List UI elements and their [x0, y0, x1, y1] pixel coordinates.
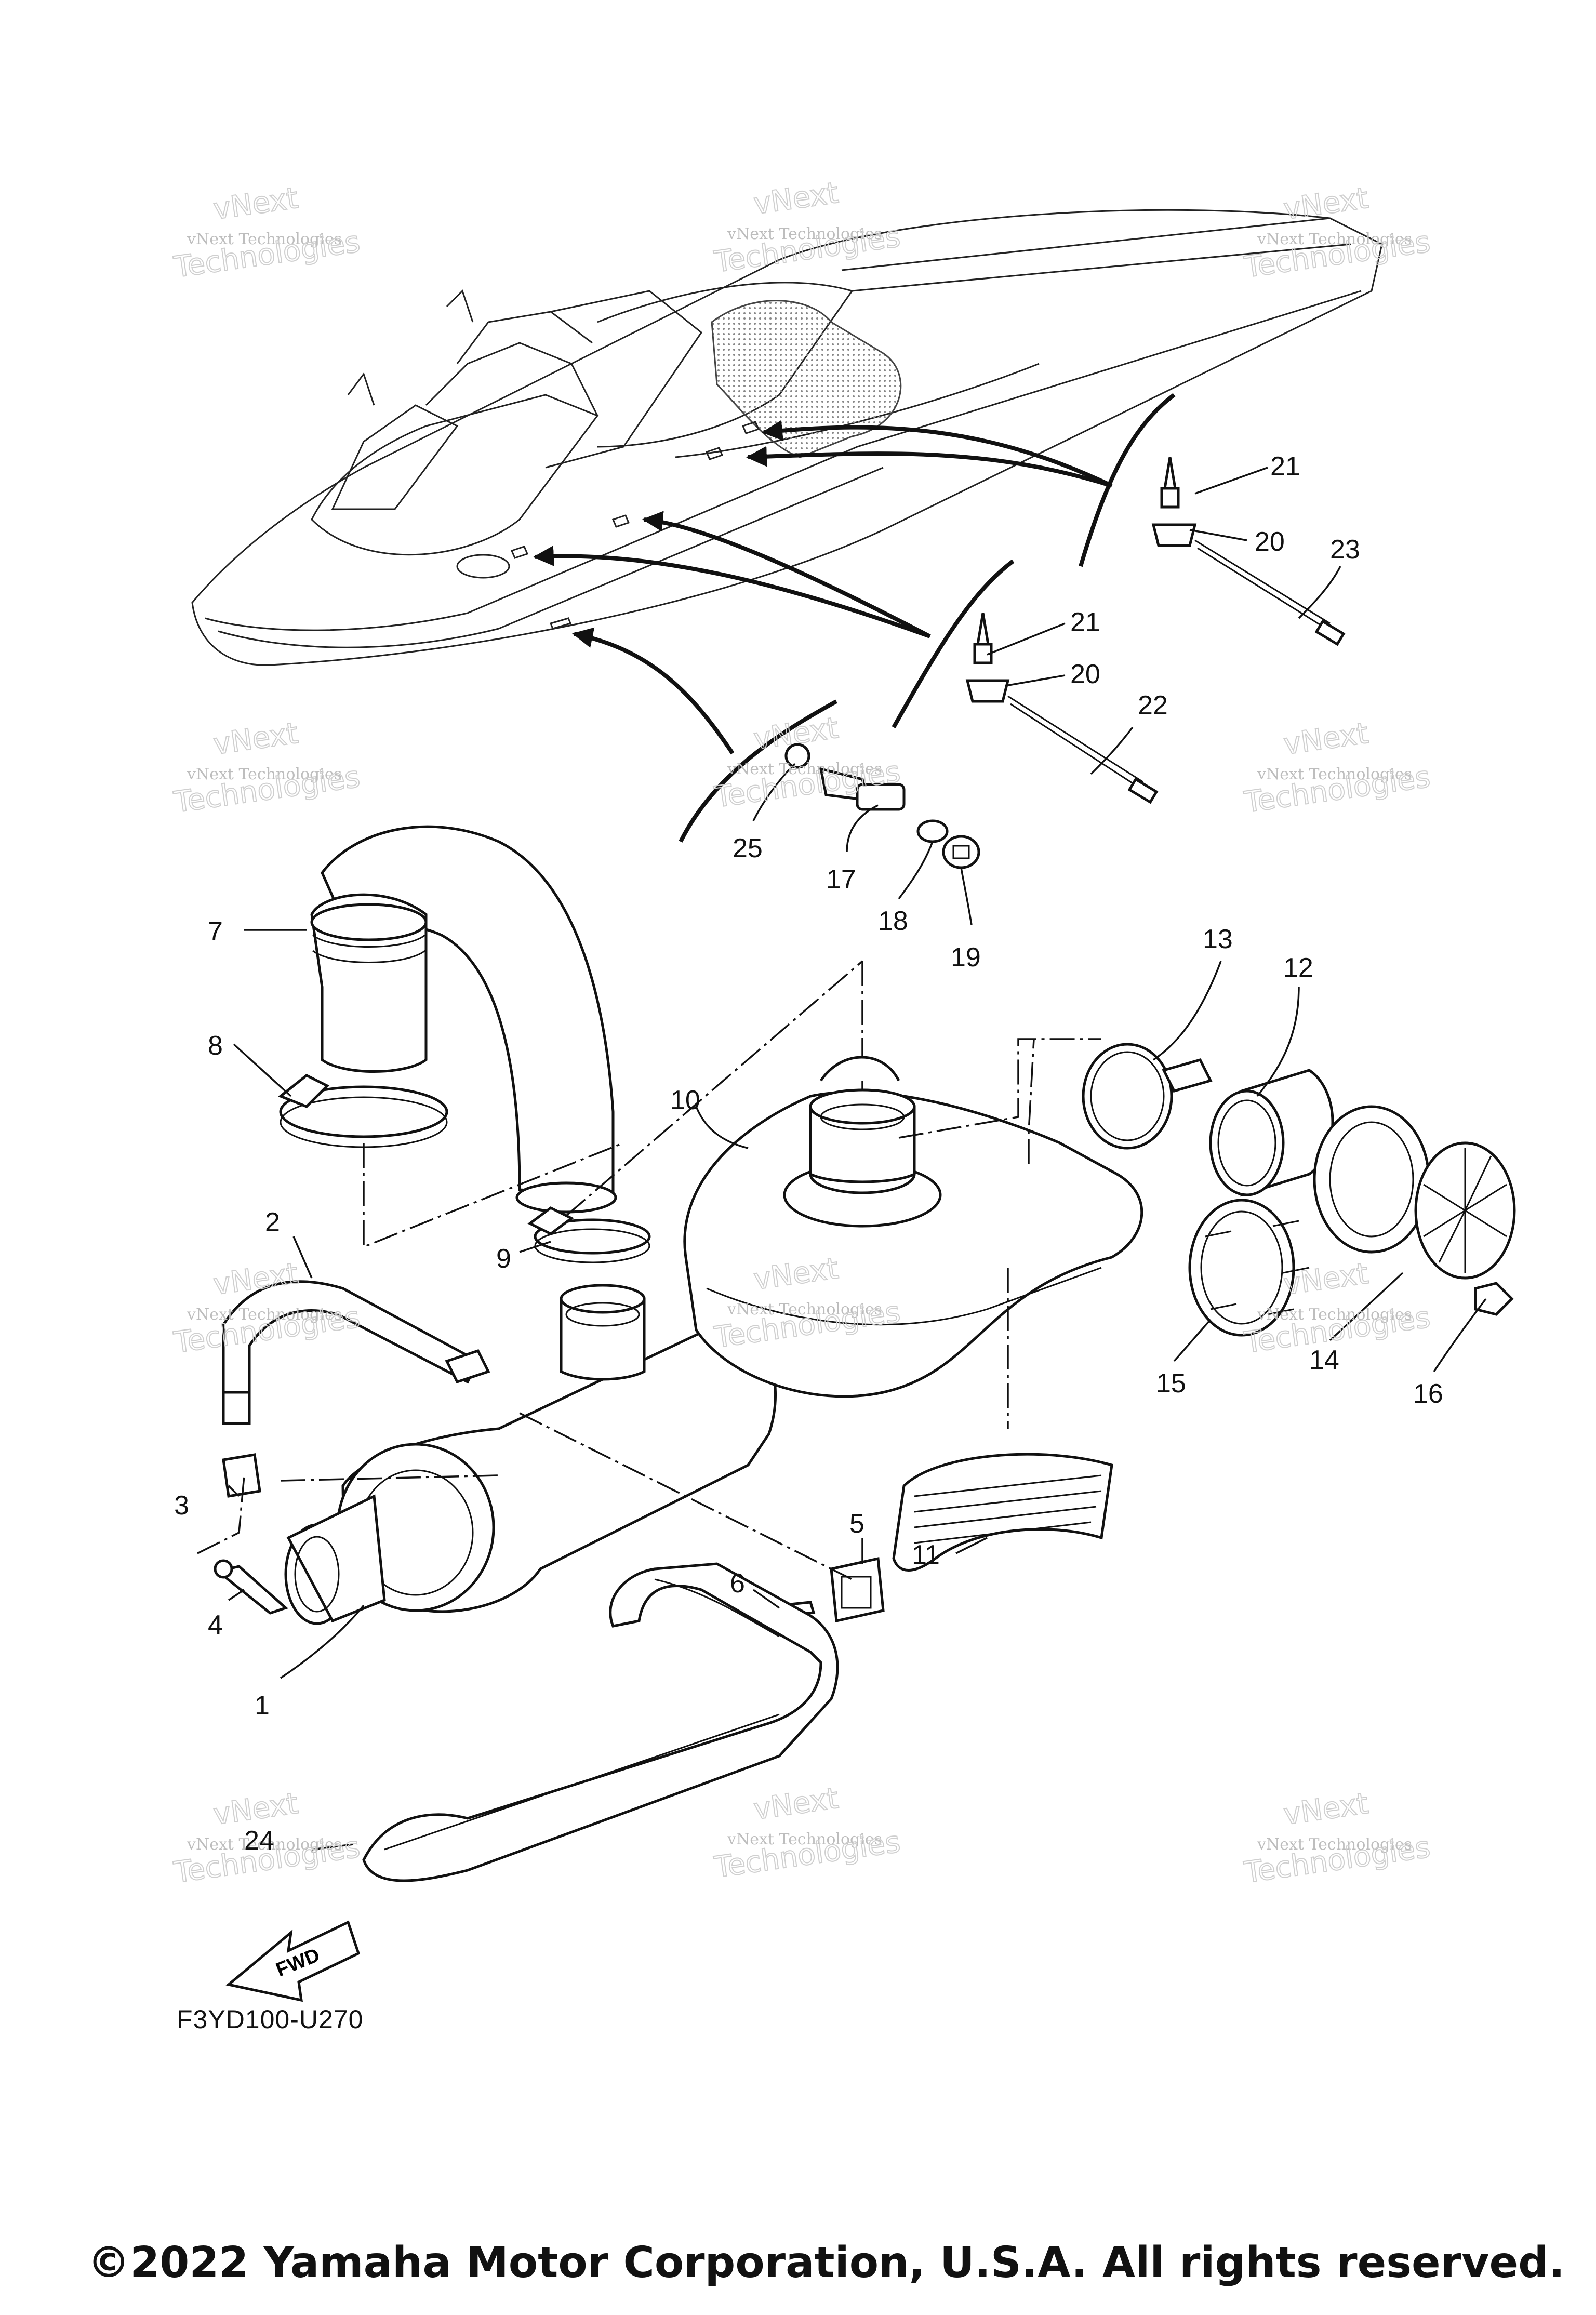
callout-17: 17 [826, 864, 856, 895]
svg-text:vNext Technologies: vNext Technologies [1257, 230, 1412, 248]
fwd-arrow-icon: FWD [225, 1920, 361, 2002]
muffler-assembly [197, 1280, 885, 1625]
callout-18: 18 [878, 906, 908, 936]
fastener-set-middle [965, 613, 1159, 804]
exhaust-pipe-assembly [278, 825, 863, 1263]
callout-15: 15 [1156, 1368, 1186, 1399]
callout-24: 24 [244, 1826, 274, 1856]
diagram-code: F3YD100-U270 [177, 2005, 364, 2034]
svg-text:vNext: vNext [211, 716, 300, 762]
callout-2: 2 [265, 1207, 280, 1238]
fastener-set-upper [1151, 457, 1346, 646]
svg-text:vNext: vNext [1282, 181, 1371, 227]
callout-22: 22 [1138, 690, 1168, 721]
svg-text:vNext: vNext [752, 176, 841, 221]
drain-plug-set [784, 743, 980, 869]
callout-1: 1 [255, 1691, 270, 1721]
svg-text:vNext Technologies: vNext Technologies [727, 1300, 882, 1319]
callout-12: 12 [1283, 953, 1313, 983]
callout-8: 8 [208, 1031, 223, 1061]
svg-text:vNext Technologies: vNext Technologies [187, 1835, 342, 1854]
svg-text:vNext: vNext [1282, 1257, 1371, 1302]
callout-9: 9 [496, 1244, 511, 1274]
svg-text:vNext Technologies: vNext Technologies [727, 1830, 882, 1848]
callout-7: 7 [208, 916, 223, 947]
callout-20a: 20 [1255, 527, 1285, 557]
svg-text:vNext Technologies: vNext Technologies [1257, 1835, 1412, 1854]
svg-text:vNext: vNext [1282, 1787, 1371, 1832]
svg-text:vNext Technologies: vNext Technologies [187, 765, 342, 783]
callout-20b: 20 [1070, 659, 1100, 689]
outlet-assembly [898, 1038, 1516, 1337]
callout-13: 13 [1203, 924, 1233, 954]
svg-text:vNext Technologies: vNext Technologies [1257, 1306, 1412, 1324]
callout-6: 6 [730, 1568, 745, 1599]
callout-19: 19 [951, 942, 981, 973]
callout-4: 4 [208, 1610, 223, 1640]
copyright-notice: ©2022 Yamaha Motor Corporation, U.S.A. A… [87, 2238, 1565, 2287]
callout-23: 23 [1330, 535, 1360, 565]
svg-text:vNext: vNext [211, 181, 300, 227]
callout-3: 3 [174, 1491, 189, 1521]
callout-21b: 21 [1070, 607, 1100, 637]
svg-text:vNext Technologies: vNext Technologies [187, 230, 342, 248]
callout-16: 16 [1413, 1379, 1443, 1409]
leader-lines [228, 467, 1487, 1851]
location-arrows [533, 393, 1176, 843]
callout-25: 25 [733, 833, 763, 863]
svg-text:vNext Technologies: vNext Technologies [727, 760, 882, 778]
svg-text:vNext: vNext [1282, 716, 1371, 762]
callout-10: 10 [670, 1085, 700, 1115]
callout-11: 11 [912, 1540, 940, 1570]
svg-text:vNext: vNext [211, 1787, 300, 1832]
svg-text:vNext Technologies: vNext Technologies [187, 1306, 342, 1324]
svg-text:vNext Technologies: vNext Technologies [727, 225, 882, 243]
svg-text:vNext: vNext [752, 1781, 841, 1827]
callout-5: 5 [849, 1509, 864, 1539]
callout-labels: 1 2 3 4 5 6 7 8 9 10 11 12 13 14 15 16 1… [174, 451, 1443, 1856]
hull-liner [362, 1562, 839, 1882]
callout-21a: 21 [1270, 451, 1300, 482]
svg-text:vNext: vNext [752, 711, 841, 756]
watercraft-outline [191, 209, 1383, 666]
callout-14: 14 [1309, 1345, 1339, 1375]
svg-text:vNext Technologies: vNext Technologies [1257, 765, 1412, 783]
water-lock-assembly [683, 1039, 1143, 1572]
